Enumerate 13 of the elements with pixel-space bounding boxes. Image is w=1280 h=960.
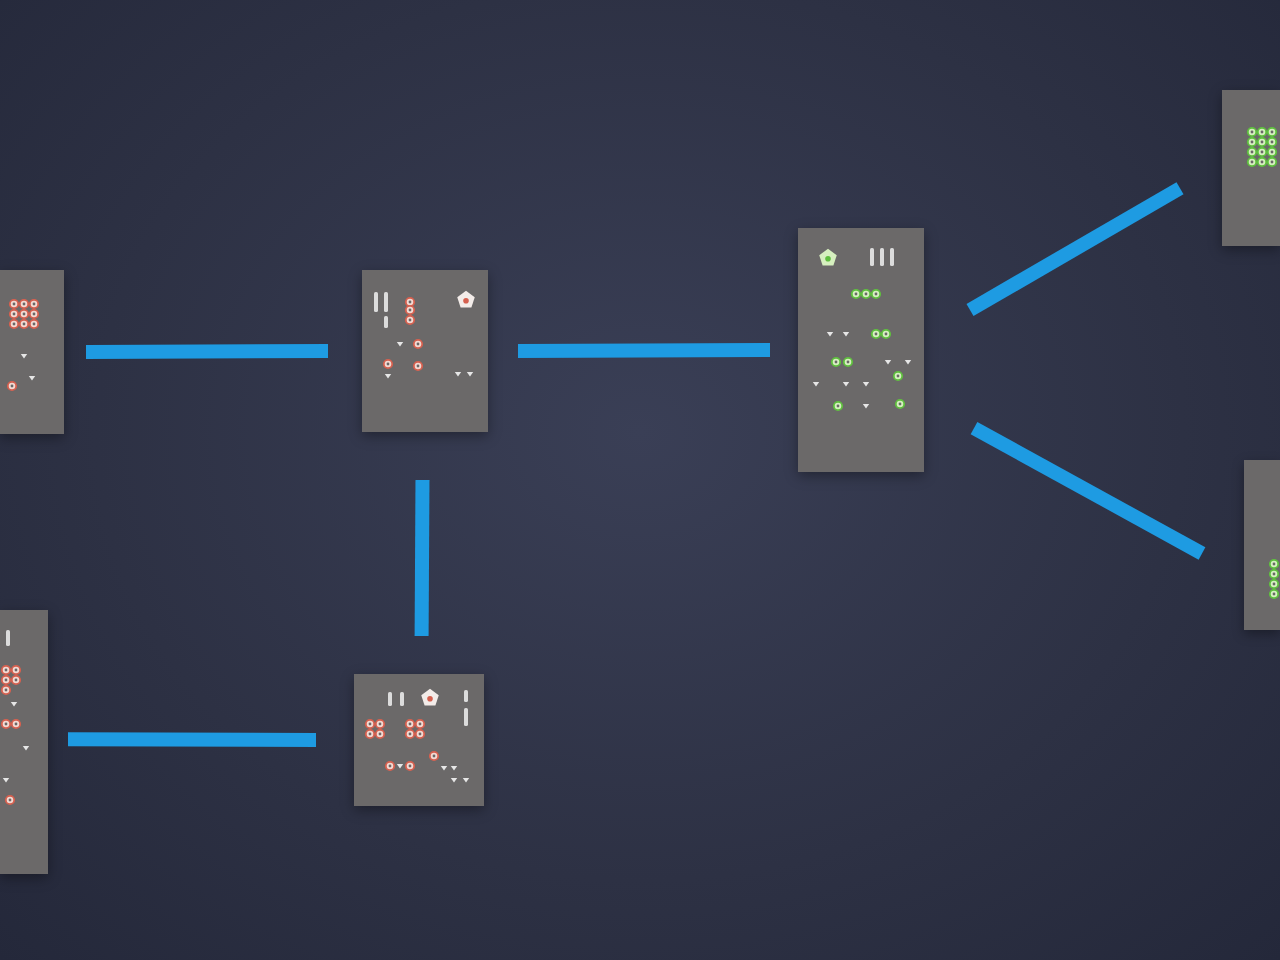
connector-line [67, 732, 317, 747]
circuit-board-card [0, 270, 64, 434]
connector-line [517, 343, 771, 358]
circuit-board-card [798, 228, 924, 472]
circuit-board-card [0, 610, 48, 874]
connector-line [85, 344, 329, 359]
connector-line [970, 421, 1206, 560]
connector-line [414, 479, 430, 637]
circuit-board-card [354, 674, 484, 806]
circuit-board-card [1244, 460, 1280, 630]
circuit-board-card [1222, 90, 1280, 246]
circuit-board-card [362, 270, 488, 432]
connector-line [966, 182, 1184, 317]
